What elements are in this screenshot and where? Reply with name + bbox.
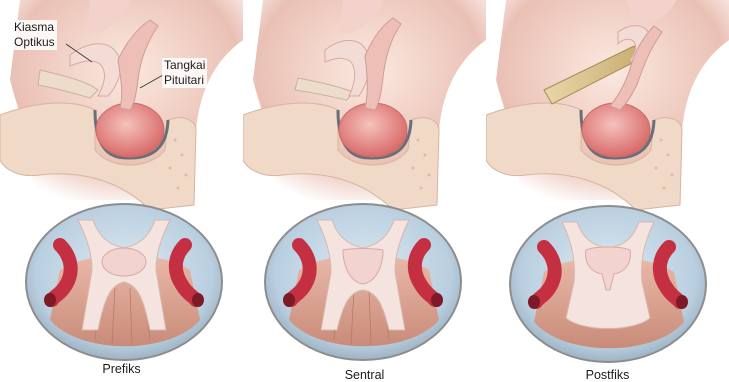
label-pituitary-stalk-line2: Pituitari [164, 73, 205, 88]
caption-prefix: Prefiks [0, 362, 243, 376]
caption-postfix: Postfiks [486, 368, 729, 382]
panel-postfix: Postfiks [486, 0, 729, 382]
inset-stalk [102, 248, 146, 276]
label-optic-chiasm-line1: Kiasma [14, 20, 55, 35]
panel-central: Sentral [243, 0, 486, 382]
label-pituitary-stalk: Tangkai Pituitari [162, 58, 207, 88]
pituitary-gland [96, 103, 164, 157]
label-optic-chiasm: Kiasma Optikus [12, 20, 57, 50]
panel-postfix-illustration [486, 0, 729, 382]
panel-central-illustration [243, 0, 486, 382]
panel-prefix: Kiasma Optikus Tangkai Pituitari Prefiks [0, 0, 243, 382]
label-optic-chiasm-line2: Optikus [14, 35, 55, 50]
pituitary-gland [582, 103, 650, 157]
caption-central: Sentral [243, 368, 486, 382]
label-pituitary-stalk-line1: Tangkai [164, 58, 205, 73]
pituitary-gland [339, 103, 407, 157]
